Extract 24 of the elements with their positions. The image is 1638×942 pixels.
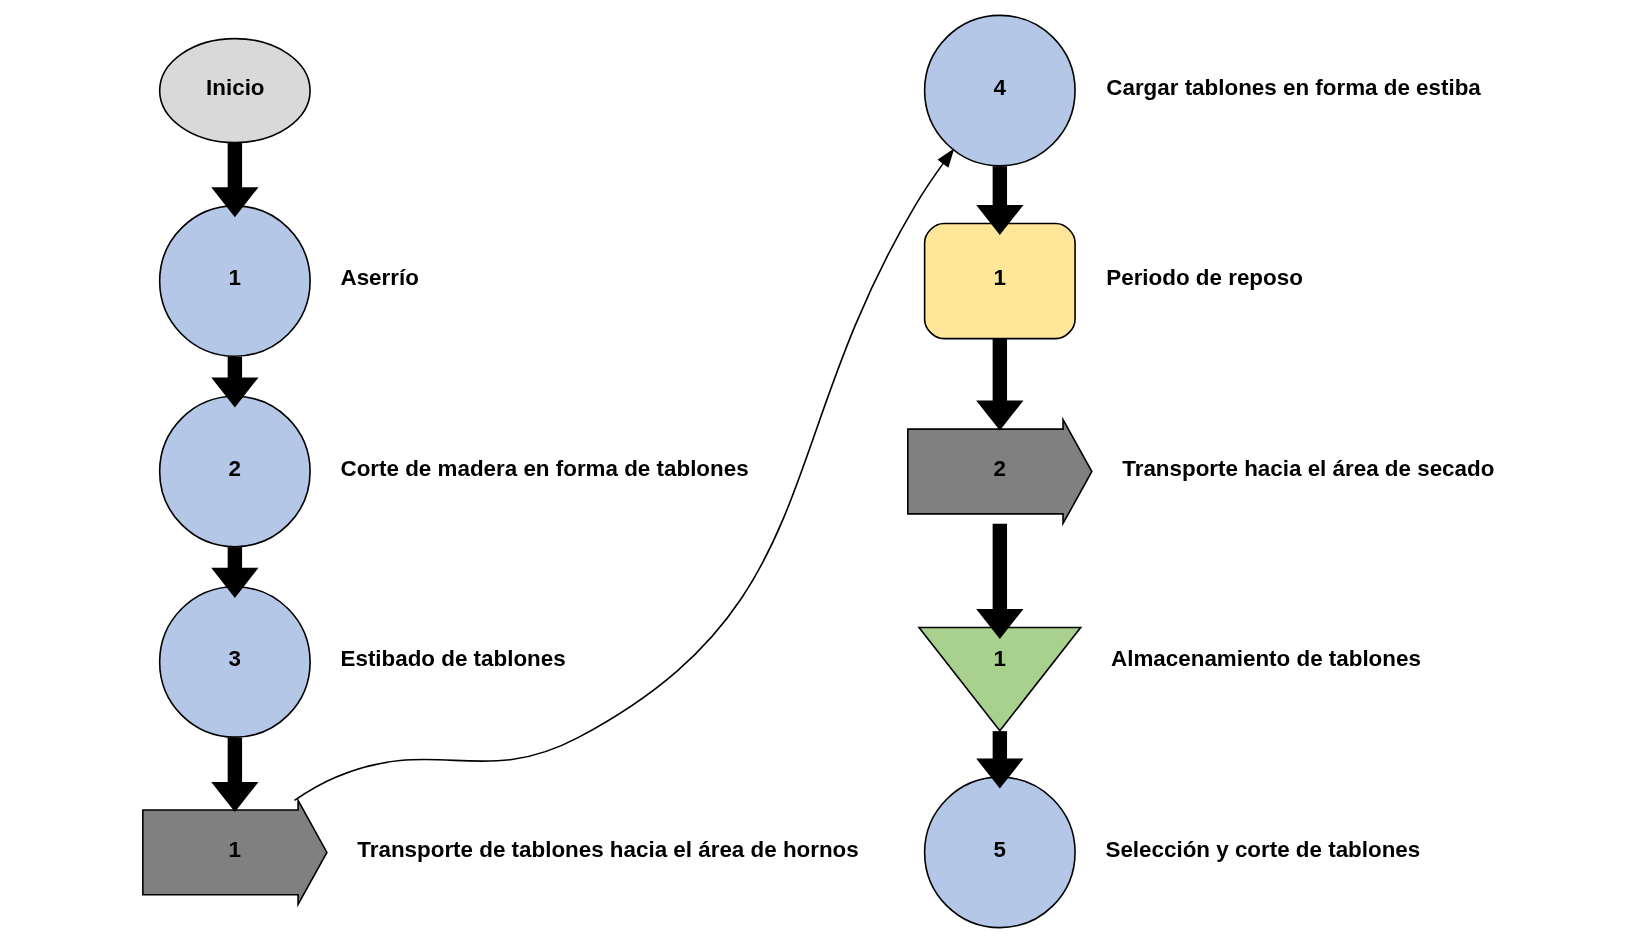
node-circle: 2 bbox=[158, 394, 311, 547]
node-label: Corte de madera en forma de tablones bbox=[340, 455, 749, 481]
arrow bbox=[976, 165, 1024, 235]
node-label: Estibado de tablones bbox=[340, 645, 566, 671]
arrow bbox=[211, 356, 259, 407]
arrow bbox=[976, 338, 1024, 430]
node-box: 1 bbox=[923, 222, 1076, 339]
node-label: Selección y corte de tablones bbox=[1105, 836, 1421, 862]
node-label: Aserrío bbox=[340, 264, 419, 290]
arrow bbox=[293, 147, 955, 801]
arrow bbox=[211, 737, 259, 812]
node-circle: 1 bbox=[158, 204, 311, 357]
arrow bbox=[976, 523, 1024, 639]
arrow bbox=[976, 730, 1024, 789]
node-circle: 3 bbox=[158, 585, 311, 738]
node-ellipse: Inicio bbox=[158, 37, 311, 143]
node-label: Almacenamiento de tablones bbox=[1111, 645, 1421, 671]
node-label: Transporte de tablones hacia el área de hornos bbox=[357, 836, 859, 862]
node-label: Periodo de reposo bbox=[1106, 264, 1303, 290]
node-label: Transporte hacia el área de secado bbox=[1122, 455, 1495, 481]
node-circle: 5 bbox=[923, 775, 1076, 928]
arrow bbox=[211, 546, 259, 598]
node-label: Cargar tablones en forma de estiba bbox=[1106, 74, 1481, 100]
arrow bbox=[211, 142, 259, 217]
